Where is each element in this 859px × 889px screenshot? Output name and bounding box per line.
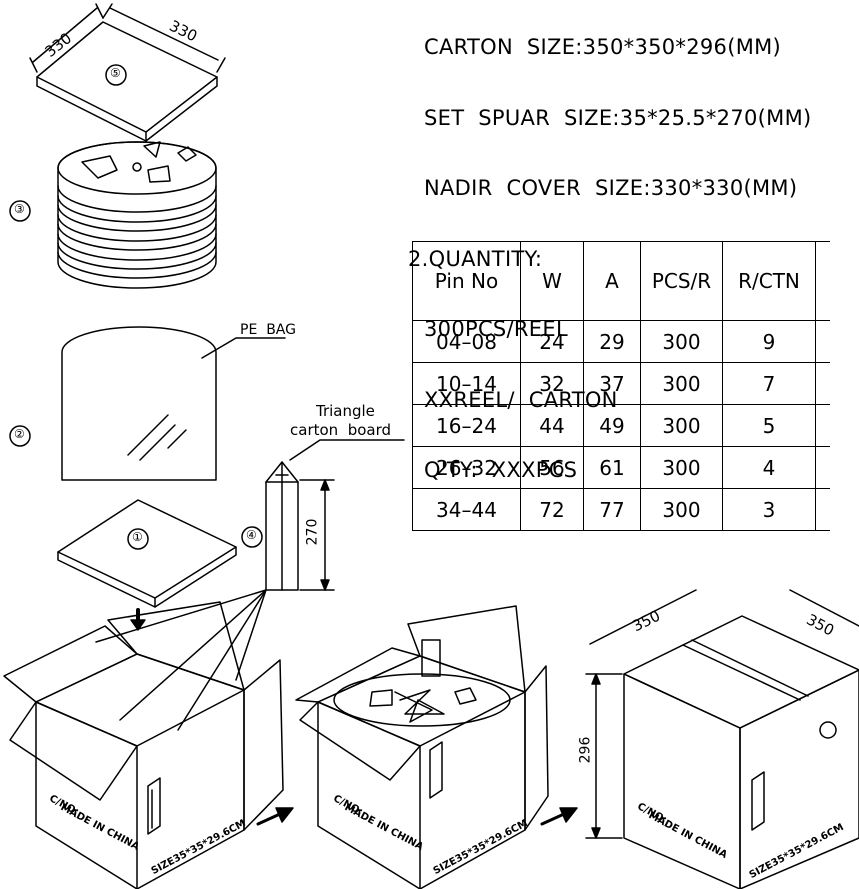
table-cell: 300 bbox=[640, 320, 723, 363]
spec-line: CARTON SIZE:350*350*296(MM) bbox=[424, 35, 782, 59]
table-cell: 4 bbox=[722, 446, 816, 489]
closed-box bbox=[585, 589, 859, 889]
table-row: 04–08 24 29 300 9 bbox=[412, 320, 830, 363]
table-cell: 26–32 bbox=[412, 446, 521, 489]
table-cell: 34–44 bbox=[412, 488, 521, 531]
pe-bag-label: PE BAG bbox=[240, 322, 296, 338]
table-row: 34–44 72 77 300 3 bbox=[412, 488, 830, 531]
table-cell: 3 bbox=[722, 488, 816, 531]
table-header-cell: A bbox=[583, 241, 641, 321]
table-cell: 300 bbox=[640, 362, 723, 405]
table-header-cell: R/CTN bbox=[722, 241, 816, 321]
step-number-3: ③ bbox=[14, 202, 25, 216]
table-cell: 16–24 bbox=[412, 404, 521, 447]
table-header-cell: PCS/R bbox=[640, 241, 723, 321]
table-cell: 10–14 bbox=[412, 362, 521, 405]
reel-stack bbox=[57, 141, 217, 289]
step-number-1: ① bbox=[132, 530, 143, 544]
open-box-2 bbox=[295, 605, 549, 889]
table-header-cell: W bbox=[520, 241, 584, 321]
leader-lines bbox=[95, 589, 267, 731]
step-number-5: ⑤ bbox=[110, 66, 121, 80]
arrow-right-icon bbox=[540, 807, 578, 826]
table-cell-empty bbox=[815, 488, 830, 531]
triangle-label: carton board bbox=[290, 421, 392, 439]
table-row: 16–24 44 49 300 5 bbox=[412, 404, 830, 447]
dimension-label: 296 bbox=[577, 736, 594, 764]
step-number-2: ② bbox=[14, 427, 25, 441]
number-circles bbox=[9, 64, 263, 550]
triangle-label: Triangle bbox=[316, 402, 375, 420]
step-number-4: ④ bbox=[246, 528, 257, 542]
table-header-cell: Pin No bbox=[412, 241, 521, 321]
table-cell: 32 bbox=[520, 362, 584, 405]
table-row: 10–14 32 37 300 7 bbox=[412, 362, 830, 405]
table-cell: 5 bbox=[722, 404, 816, 447]
table-cell: 9 bbox=[722, 320, 816, 363]
table-cell: 7 bbox=[722, 362, 816, 405]
pe-bag bbox=[61, 326, 286, 481]
nadir-cover bbox=[29, 3, 226, 142]
table-cell: 04–08 bbox=[412, 320, 521, 363]
table-cell: 29 bbox=[583, 320, 641, 363]
dimension-label: 270 bbox=[304, 518, 321, 546]
pin-table: Pin No W A PCS/R R/CTN 04–08 24 29 300 9… bbox=[412, 241, 830, 531]
table-cell: 300 bbox=[640, 404, 723, 447]
table-cell: 61 bbox=[583, 446, 641, 489]
table-cell: 300 bbox=[640, 488, 723, 531]
table-cell: 44 bbox=[520, 404, 584, 447]
bottom-cover bbox=[57, 499, 237, 608]
table-cell: 37 bbox=[583, 362, 641, 405]
arrow-down-icon bbox=[130, 608, 146, 631]
spec-line: SET SPUAR SIZE:35*25.5*270(MM) bbox=[424, 105, 812, 130]
arrow-right-icon bbox=[256, 807, 294, 826]
triangle-board bbox=[265, 439, 405, 591]
table-row: 26–32 56 61 300 4 bbox=[412, 446, 830, 489]
table-header-row: Pin No W A PCS/R R/CTN bbox=[412, 241, 830, 321]
open-box-1 bbox=[3, 601, 284, 889]
table-cell: 72 bbox=[520, 488, 584, 531]
spec-line: NADIR COVER SIZE:330*330(MM) bbox=[424, 176, 798, 200]
